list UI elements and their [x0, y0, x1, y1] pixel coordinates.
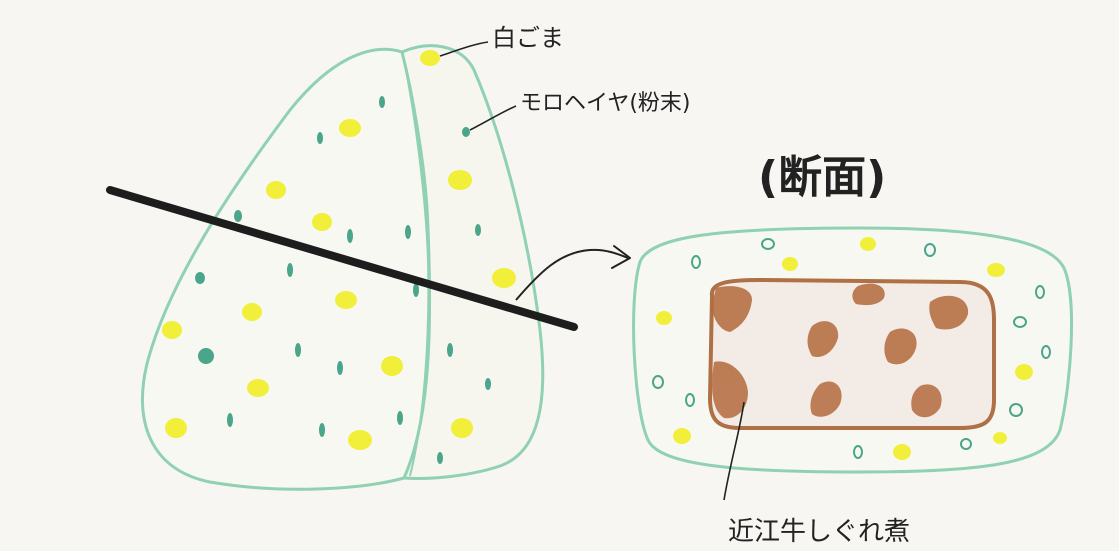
moroheiya-dots: [195, 96, 491, 464]
cut-line: [106, 186, 578, 331]
filling-leader-line: [723, 401, 745, 501]
label-sesame: 白ごま: [492, 24, 564, 52]
cross-section: [632, 226, 1074, 474]
sesame-dots: [162, 50, 516, 450]
label-cross-section: (断面): [758, 152, 886, 203]
onigiri-seam: [403, 59, 430, 477]
onigiri-front-wedge: [140, 47, 432, 491]
label-filling: 近江牛しぐれ煮: [728, 517, 910, 547]
arrow-to-cross-section: [515, 245, 631, 301]
onigiri-side-view: [140, 44, 545, 491]
cross-section-sesame-dots: [656, 237, 1033, 460]
moroheiya-leader-line: [469, 105, 517, 131]
sesame-leader-line: [439, 41, 489, 57]
label-moroheiya: モロヘイヤ(粉末): [520, 91, 691, 116]
cross-section-moroheiya-dots: [652, 238, 1051, 459]
beef-chunks: [712, 283, 969, 419]
